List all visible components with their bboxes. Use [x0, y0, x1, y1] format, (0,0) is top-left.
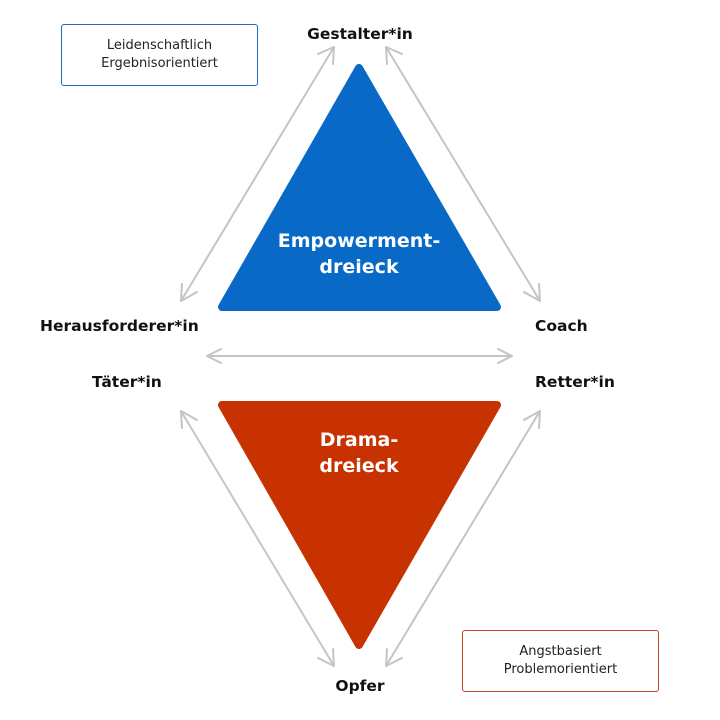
drama-label-line2: dreieck [319, 454, 399, 477]
role-gestalterin: Gestalter*in [307, 25, 413, 43]
role-opfer: Opfer [335, 677, 385, 695]
double-arrow-top-right [385, 46, 541, 302]
drama-triangle [218, 401, 501, 649]
role-retterin: Retter*in [535, 373, 615, 391]
drama-label-line1: Drama- [319, 429, 399, 451]
role-herausforderer: Herausforderer*in [40, 317, 199, 335]
box-negative-line1: Angstbasiert [519, 643, 602, 659]
double-arrow-top-left [180, 46, 335, 302]
box-positive-traits: Leidenschaftlich Ergebnisorientiert [61, 24, 258, 86]
empowerment-label-line1: Empowerment- [277, 230, 441, 252]
empowerment-triangle [218, 64, 501, 311]
empowerment-triangle-label: Empowerment- dreieck [259, 229, 459, 280]
box-positive-line1: Leidenschaftlich [106, 37, 213, 53]
double-arrow-horizontal [206, 348, 513, 364]
drama-triangle-label: Drama- dreieck [259, 428, 459, 479]
box-positive-line2: Ergebnisorientiert [101, 56, 218, 71]
double-arrow-bottom-right [385, 410, 541, 667]
empowerment-label-line2: dreieck [319, 255, 399, 278]
role-coach: Coach [535, 317, 588, 335]
box-negative-line2: Problemorientiert [503, 662, 618, 677]
box-negative-traits: Angstbasiert Problemorientiert [462, 630, 659, 692]
role-taeterin: Täter*in [92, 373, 162, 391]
double-arrow-bottom-left [180, 410, 335, 667]
